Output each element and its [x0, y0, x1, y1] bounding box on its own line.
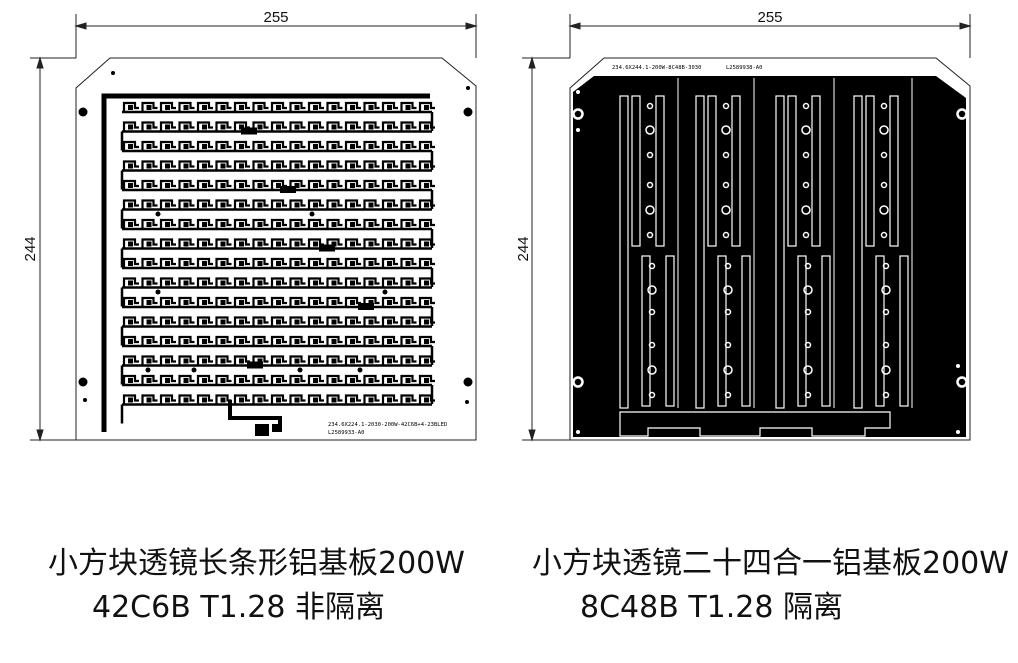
via [357, 367, 363, 373]
led-pad-row [122, 218, 435, 248]
right-copper-pour [573, 76, 966, 437]
left-height-dimension [30, 56, 76, 442]
via [155, 289, 161, 295]
led-pad-row [122, 296, 435, 326]
right-caption-line2: 8C48B T1.28 隔离 [580, 590, 843, 625]
led-pad-row [122, 335, 435, 365]
led-strip-group [619, 78, 679, 409]
right-height-label: 244 [515, 236, 532, 261]
right-width-label: 255 [757, 9, 782, 26]
via [297, 367, 303, 373]
via [382, 289, 388, 295]
right-height-dimension [522, 56, 570, 442]
right-caption-line1: 小方块透镜二十四合一铝基板200W [532, 546, 1009, 581]
left-caption-line2: 42C6B T1.28 非隔离 [92, 590, 385, 625]
led-strip-group [775, 78, 835, 409]
left-caption-line1: 小方块透镜长条形铝基板200W [48, 546, 465, 581]
led-pad-row [122, 101, 435, 131]
led-pad-row [120, 238, 435, 268]
right-width-dimension [568, 14, 972, 58]
led-pad-row [120, 394, 435, 424]
left-width-dimension [74, 14, 478, 58]
led-pad-row [120, 199, 435, 229]
led-pad-row [120, 121, 435, 151]
left-height-label: 244 [22, 236, 39, 261]
right-pcb-label-1: 234.6X244.1-200W-8C48B-3030 [612, 65, 701, 71]
via [309, 211, 315, 217]
right-led-strip-array [619, 78, 913, 409]
left-main-trace [101, 93, 430, 432]
left-led-pad-array [120, 101, 435, 424]
right-pcb-label-2: L2589938-A0 [726, 65, 762, 71]
led-strip-group [853, 78, 913, 409]
led-pad-row [122, 374, 435, 404]
led-pad-row [120, 277, 435, 307]
led-pad-row [120, 316, 435, 346]
left-pcb-label-2: L2589933-A0 [328, 430, 364, 436]
led-pad-row [122, 257, 435, 287]
led-pad-row [120, 160, 435, 190]
right-pcb-drawing: 255 244 234.6X244.1-200W-8C48B-3030 L258… [515, 9, 972, 442]
led-strip-group [695, 78, 755, 409]
left-pcb-drawing: 255 244 234.6X224.1-2030-200W-42C6B+4-23… [22, 9, 478, 442]
via [155, 211, 161, 217]
via [145, 367, 151, 373]
left-width-label: 255 [263, 9, 288, 26]
via [191, 367, 197, 373]
left-pcb-label-1: 234.6X224.1-2030-200W-42C6B+4-23BLED [328, 422, 447, 428]
led-pad-row [120, 355, 435, 385]
